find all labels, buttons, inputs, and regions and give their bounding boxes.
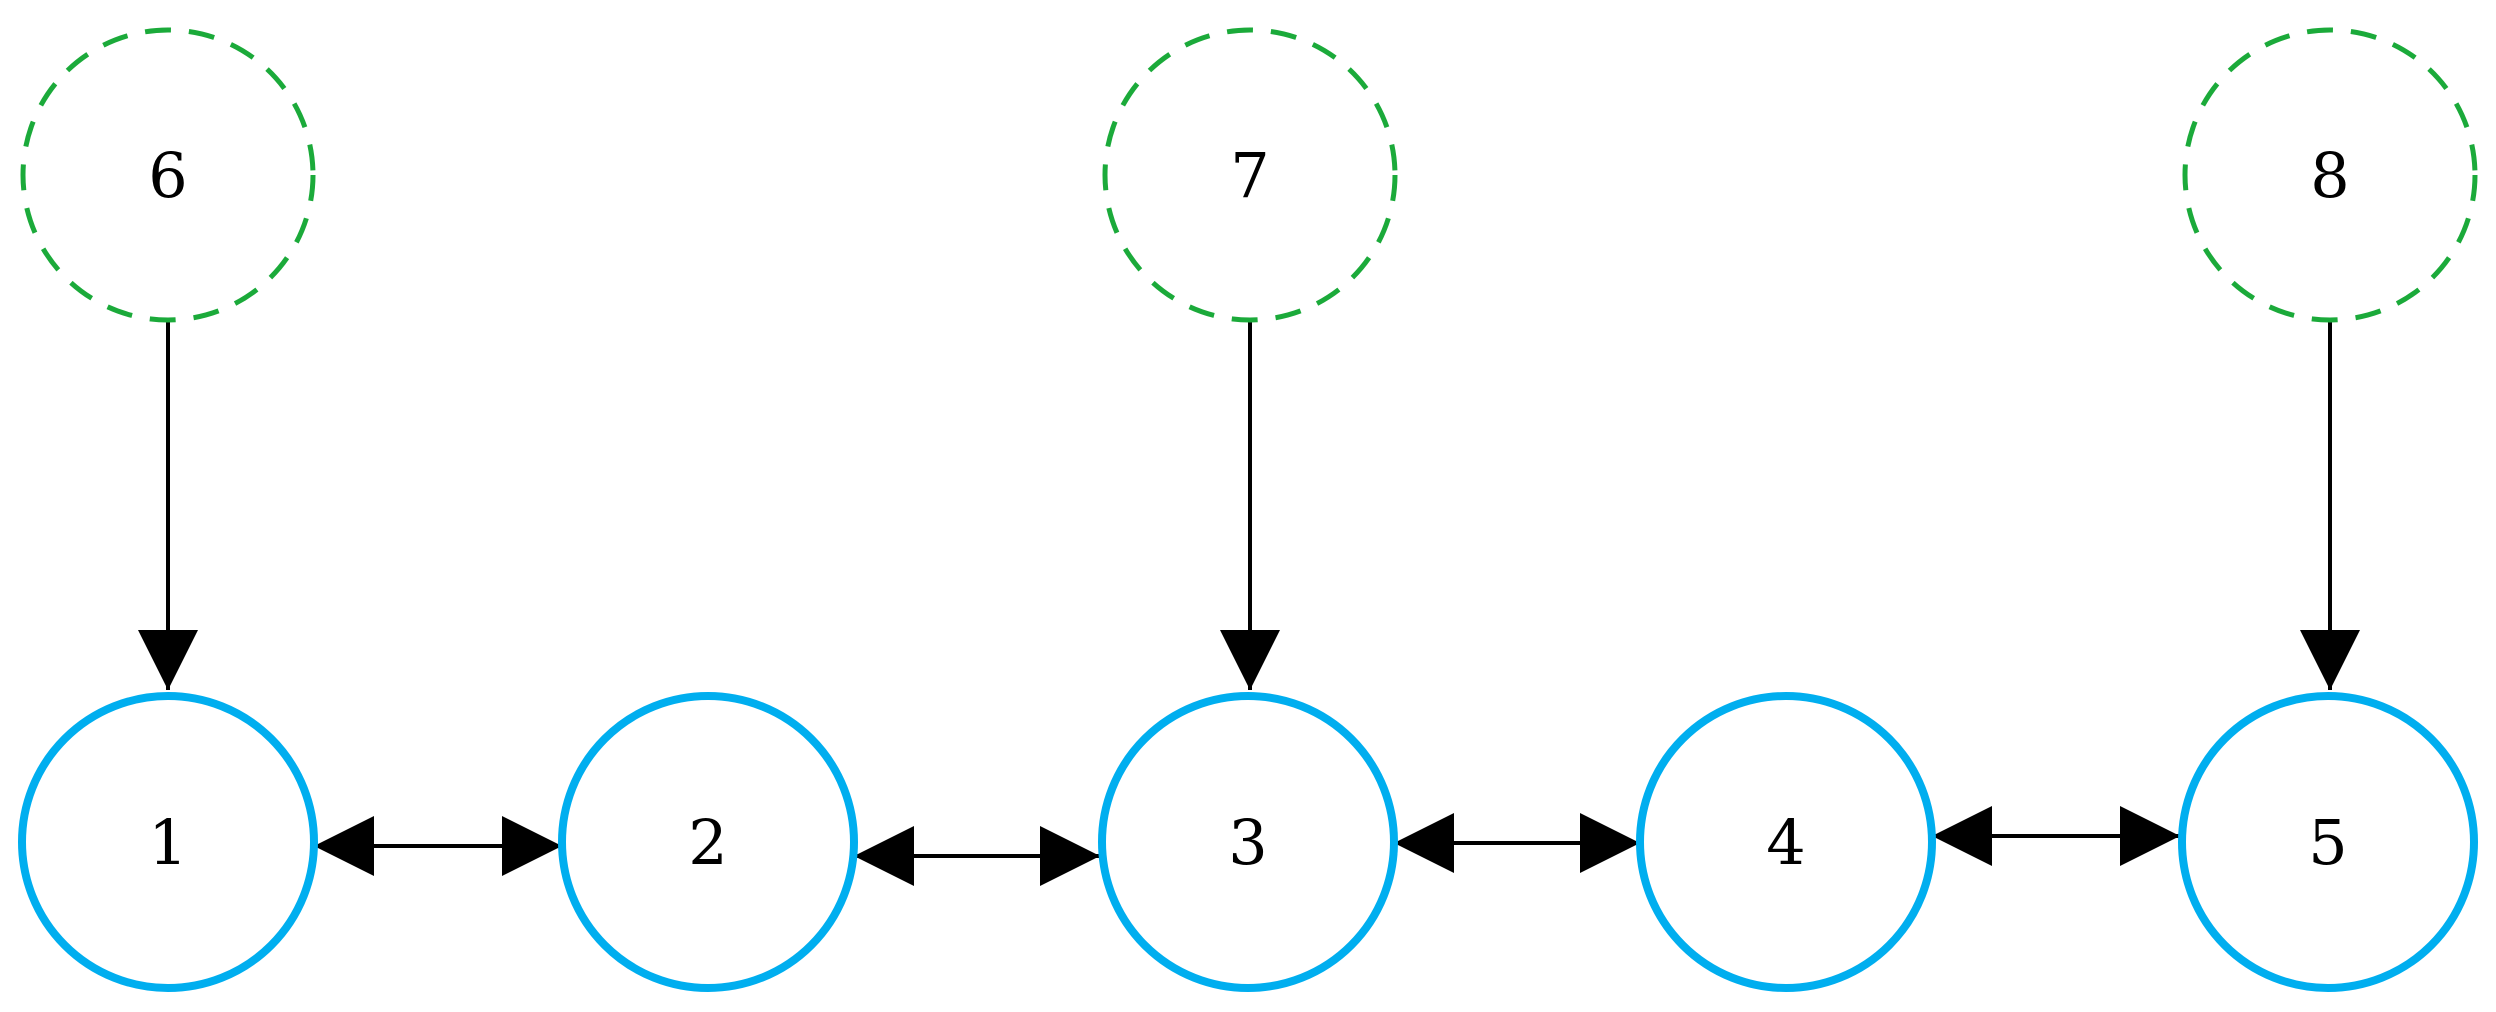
node-3: 3 <box>1098 692 1398 992</box>
node-2: 2 <box>558 692 858 992</box>
node-5: 5 <box>2178 692 2478 992</box>
node-4: 4 <box>1636 692 1936 992</box>
node-8-label: 8 <box>2310 139 2349 212</box>
node-1-label: 1 <box>148 806 187 879</box>
node-2-label: 2 <box>688 806 727 879</box>
node-8: 8 <box>2182 27 2478 323</box>
node-4-label: 4 <box>1766 806 1805 879</box>
node-7-label: 7 <box>1230 139 1269 212</box>
node-3-label: 3 <box>1228 806 1267 879</box>
node-6: 6 <box>20 27 316 323</box>
node-5-label: 5 <box>2308 806 2347 879</box>
node-6-label: 6 <box>148 139 187 212</box>
node-7: 7 <box>1102 27 1398 323</box>
node-1: 1 <box>18 692 318 992</box>
